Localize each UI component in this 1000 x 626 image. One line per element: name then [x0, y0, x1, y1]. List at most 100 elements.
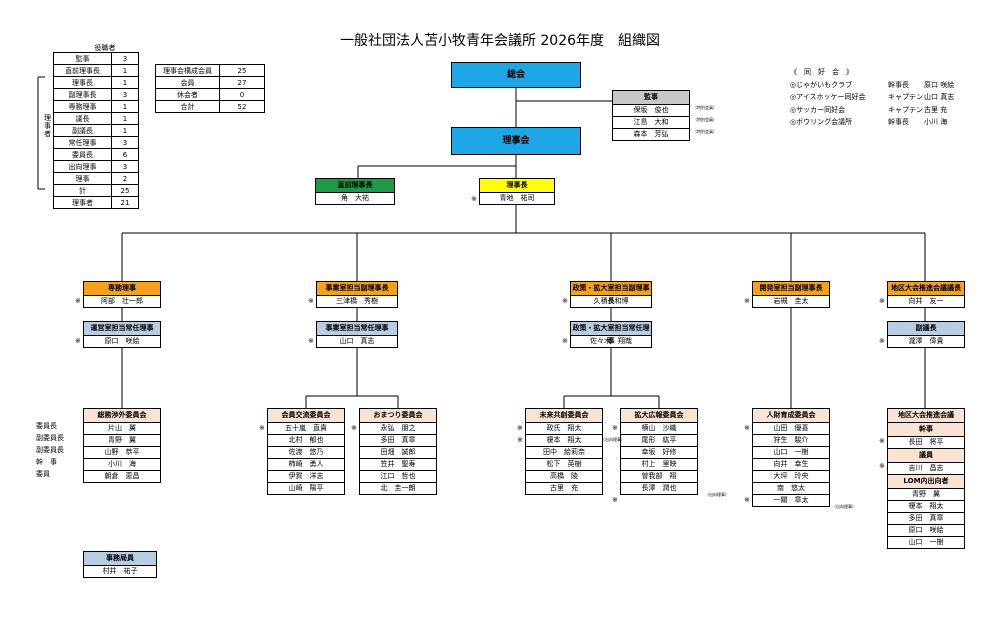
- committee-member: 笠井 聖寿: [360, 459, 436, 471]
- star-mark: ※: [471, 195, 477, 203]
- club-list-header: 《 同 好 会 》: [790, 68, 853, 76]
- officer-role: 専務理事: [53, 100, 112, 113]
- star-mark: ※: [562, 337, 568, 345]
- committee-member: 大坪 玲央: [753, 471, 829, 483]
- committee-member: 田畑 誠郎: [360, 447, 436, 459]
- officer-count: 21: [111, 196, 139, 209]
- officer-count: 3: [111, 88, 139, 101]
- officer-count: 1: [111, 76, 139, 89]
- committee-member: 狩生 駿介: [753, 435, 829, 447]
- district-conference-chair-box-title: 地区大会推進会議議長: [888, 282, 964, 296]
- star-mark: ※: [517, 424, 523, 432]
- club-row: ◎サッカー同好会キャプテン古里 充: [790, 104, 954, 117]
- projects-managing-director-box: 事業室担当常任理事山口 真志: [316, 321, 398, 348]
- club-name: ◎アイスホッケー同好会: [790, 93, 866, 101]
- lom-secondee-name: 榎本 翔太: [888, 501, 964, 513]
- committee-role-label: 委員: [36, 470, 50, 478]
- vice-president-projects-box: 事業室担当副理事長三津橋 秀樹: [316, 281, 398, 308]
- committee-member: 幸坂 好修: [621, 447, 697, 459]
- district-secretary-name: 長田 将平: [888, 437, 964, 449]
- star-mark: ※: [612, 496, 618, 504]
- lom-secondee-name: 山口 一樹: [888, 537, 964, 548]
- committee-member: 古里 充: [526, 483, 602, 494]
- committee-title: 拡大広報委員会: [621, 409, 697, 423]
- district-conference-title: 地区大会推進会議: [888, 409, 964, 423]
- committee-box: 総務渉外委員会片山 翼青野 翼山野 恭平小川 海朝倉 恵昌: [83, 408, 161, 483]
- general-assembly-box: 総会: [451, 62, 581, 88]
- district-member-label: 議員: [888, 449, 964, 463]
- club-row: ◎じゃがいもクラブ幹事長原口 咲絵: [790, 79, 954, 92]
- projects-managing-director-box-name: 山口 真志: [317, 336, 397, 347]
- officer-role: 副理事長: [53, 88, 112, 101]
- vice-president-projects-box-name: 三津橋 秀樹: [317, 296, 397, 307]
- auditors-box: 監事 保坂 俊也 江島 大和 森本 芳弘: [612, 90, 690, 141]
- president-name: 青地 祐司: [480, 193, 554, 204]
- committee-member: 長澤 潤也: [621, 483, 697, 494]
- star-mark: ※: [744, 297, 750, 305]
- secretary-general-box-title: 専務理事: [84, 282, 160, 296]
- committee-member: 向井 幸生: [753, 459, 829, 471]
- ops-managing-director-box-name: 原口 咲絵: [84, 336, 160, 347]
- committee-title: 未来共創委員会: [526, 409, 602, 423]
- board-meeting-box: 理事会: [451, 127, 581, 155]
- star-mark: ※: [75, 297, 81, 305]
- lom-secondee-name: 多田 真章: [888, 513, 964, 525]
- committee-member: 北 圭一朗: [360, 483, 436, 494]
- officer-count: 3: [111, 136, 139, 149]
- vice-president-policy-box-title: 政策・拡大室担当副理事長: [571, 282, 651, 305]
- officer-count: 1: [111, 112, 139, 125]
- committee-member: 永弘 朋之: [360, 423, 436, 435]
- officer-role: 常任理事: [53, 136, 112, 149]
- special-member-note: （特別会員）: [693, 129, 717, 134]
- star-mark: ※: [879, 437, 885, 445]
- committee-member: 山田 優喜: [753, 423, 829, 435]
- secretariat-box-name: 村井 祐子: [84, 566, 156, 577]
- vice-chair-box-title: 副議長: [888, 322, 964, 336]
- club-person: 小川 海: [924, 118, 948, 126]
- star-mark: ※: [562, 297, 568, 305]
- committee-member: 横山 沙織: [621, 423, 697, 435]
- star-mark: ※: [879, 462, 885, 470]
- committee-member: 青野 翼: [84, 435, 160, 447]
- ops-managing-director-box-title: 運営室担当常任理事: [84, 322, 160, 336]
- committee-member: 田中 絵莉奈: [526, 447, 602, 459]
- vice-president-development-box: 開発室担当副理事長岩槻 圭太: [752, 281, 830, 308]
- officer-role: 議長: [53, 112, 112, 125]
- member-count: 52: [219, 100, 265, 113]
- officer-count: 3: [111, 52, 139, 65]
- officer-count: 1: [111, 100, 139, 113]
- ops-managing-director-box: 運営室担当常任理事原口 咲絵: [83, 321, 161, 348]
- officer-count: 6: [111, 148, 139, 161]
- committee-title: 会員交流委員会: [268, 409, 344, 423]
- special-member-note: （特別会員）: [693, 117, 717, 122]
- vice-president-development-box-title: 開発室担当副理事長: [753, 282, 829, 296]
- club-person: 原口 咲絵: [924, 80, 955, 89]
- member-count: 27: [219, 76, 265, 89]
- secretariat-box-title: 事務局員: [84, 552, 156, 566]
- projects-managing-director-box-title: 事業室担当常任理事: [317, 322, 397, 336]
- club-name: ◎サッカー同好会: [790, 105, 846, 114]
- committee-member: 山崎 陽平: [268, 483, 344, 494]
- club-row: ◎アイスホッケー同好会キャプテン山口 真志: [790, 91, 954, 104]
- vice-chair-box: 副議長瀧澤 偉貴: [887, 321, 965, 348]
- secretariat-box: 事務局員村井 祐子: [83, 551, 157, 578]
- vice-president-policy-box-name: 久積 和博: [571, 296, 651, 307]
- committee-member: 五十嵐 直貴: [268, 423, 344, 435]
- committee-member: 山口 一樹: [753, 447, 829, 459]
- star-mark: ※: [612, 424, 618, 432]
- committee-box: 会員交流委員会五十嵐 直貴北村 郁也佐渡 悠乃柿崎 勇人伊賀 洋志山崎 陽平: [267, 408, 345, 495]
- vice-president-policy-box: 政策・拡大室担当副理事長久積 和博: [570, 281, 652, 308]
- member-category: 休会者: [155, 88, 220, 101]
- club-name: ◎じゃがいもクラブ: [790, 80, 853, 89]
- officer-count: 25: [111, 184, 139, 197]
- officer-count: 3: [111, 160, 139, 173]
